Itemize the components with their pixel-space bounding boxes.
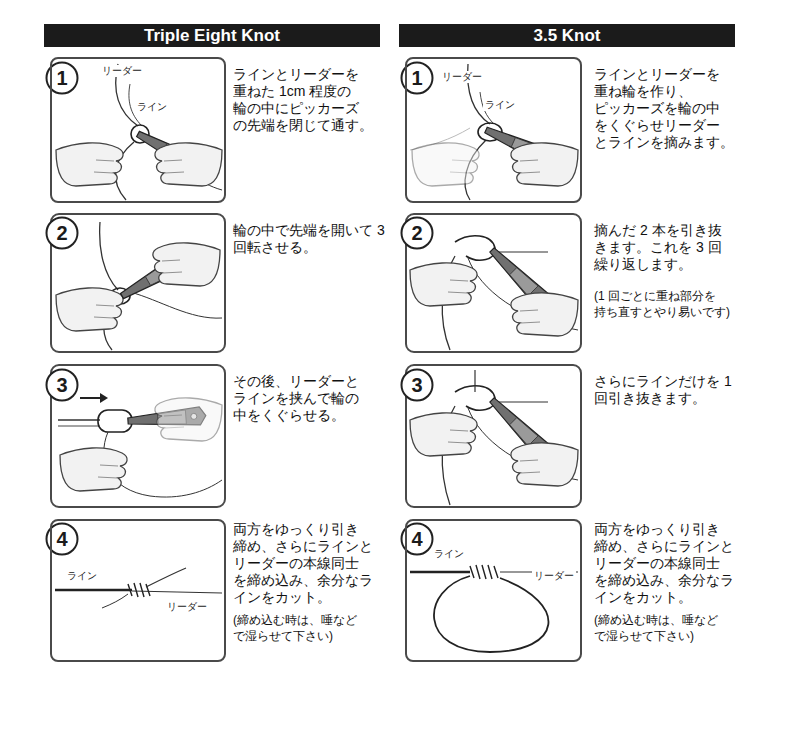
knot-illustration bbox=[146, 568, 186, 587]
knot-illustration bbox=[495, 251, 548, 252]
step-description: さらにラインだけを 1 回引き抜きます。 bbox=[594, 373, 756, 407]
knot-illustration bbox=[410, 236, 578, 350]
knot-illustration bbox=[102, 594, 128, 608]
illustration-panel: リーダーライン bbox=[50, 57, 226, 203]
knot-illustration bbox=[58, 393, 222, 497]
knot-illustration bbox=[132, 591, 222, 593]
panel-outline bbox=[51, 214, 581, 507]
knot-illustration bbox=[80, 397, 100, 399]
knot-illustration bbox=[511, 443, 578, 486]
step-description: 摘んだ 2 本を引き抜 きます。これを 3 回 繰り返します。 bbox=[594, 222, 756, 273]
knot-illustration bbox=[495, 401, 548, 402]
note-text: (1 回ごとに重ね部分を 持ち直すとやり易いです) bbox=[594, 288, 769, 320]
note-text: (締め込む時は、唾など で湿らせて下さい) bbox=[594, 612, 756, 644]
knot-illustration bbox=[455, 236, 495, 260]
step-number-text: 2 bbox=[400, 216, 434, 250]
step-number: 3 bbox=[400, 368, 434, 402]
knot-illustration bbox=[56, 64, 222, 200]
knot-illustration bbox=[100, 222, 118, 290]
knot-illustration bbox=[410, 565, 578, 652]
step-description: 両方をゆっくり引き 締め、さらにラインと リーダーの本線同士 を締め込み、余分な… bbox=[233, 521, 391, 606]
knot-illustration bbox=[412, 143, 479, 186]
step-number-text: 2 bbox=[45, 216, 79, 250]
knot-illustration bbox=[410, 413, 477, 456]
note-text: (締め込む時は、唾など で湿らせて下さい) bbox=[233, 612, 391, 644]
knot-illustration bbox=[56, 143, 123, 186]
knot-illustration bbox=[128, 583, 150, 597]
knot-illustration bbox=[153, 243, 220, 286]
knot-illustration bbox=[56, 288, 123, 331]
knot-illustration bbox=[58, 426, 100, 427]
knot-illustration bbox=[410, 370, 578, 505]
line-label: ライン bbox=[432, 548, 466, 560]
knot-illustration bbox=[410, 571, 470, 573]
knot-illustration bbox=[410, 263, 477, 306]
knot-illustration bbox=[511, 293, 578, 336]
line-label: ライン bbox=[65, 570, 99, 582]
knot-illustration bbox=[410, 64, 578, 200]
section-header: Triple Eight Knot bbox=[44, 24, 380, 47]
knot-illustration bbox=[100, 393, 108, 403]
line-label: リーダー bbox=[100, 65, 144, 77]
knot-illustration bbox=[511, 143, 578, 186]
knot-illustration bbox=[434, 576, 548, 652]
step-number-text: 3 bbox=[45, 368, 79, 402]
step-description: ラインとリーダーを 重ね輪を作り、 ピッカーズを輪の中 をくぐらせリーダー とラ… bbox=[594, 66, 756, 151]
knot-illustration bbox=[60, 448, 127, 491]
step-number: 2 bbox=[400, 216, 434, 250]
header-text: Triple Eight Knot bbox=[144, 26, 280, 46]
step-description: ラインとリーダーを 重ねた 1cm 程度の 輪の中にピッカーズ の先端を閉じて通… bbox=[233, 66, 391, 134]
knot-illustration bbox=[155, 398, 222, 441]
knot-illustration bbox=[55, 589, 132, 592]
step-number-text: 3 bbox=[400, 368, 434, 402]
section-header: 3.5 Knot bbox=[399, 24, 735, 47]
step-description: その後、リーダーと ラインを挟んで輪の 中をくぐらせる。 bbox=[233, 373, 391, 424]
knot-illustration bbox=[56, 222, 222, 350]
knot-illustration bbox=[58, 419, 100, 420]
knot-illustration bbox=[130, 292, 222, 318]
line-label: リーダー bbox=[532, 570, 576, 582]
step-description: 輪の中で先端を開いて 3 回転させる。 bbox=[233, 222, 391, 256]
line-label: リーダー bbox=[440, 71, 484, 83]
header-text: 3.5 Knot bbox=[533, 26, 600, 46]
knot-illustration bbox=[474, 370, 475, 392]
step-description: 両方をゆっくり引き 締め、さらにラインと リーダーの本線同士 を締め込み、余分な… bbox=[594, 521, 756, 606]
knot-illustration bbox=[470, 565, 498, 579]
line-label: リーダー bbox=[165, 601, 209, 613]
knot-illustration bbox=[98, 410, 132, 432]
illustration-panel: ラインリーダー bbox=[50, 519, 226, 662]
knot-illustration bbox=[155, 143, 222, 186]
line-label: ライン bbox=[483, 99, 517, 111]
knot-illustration bbox=[148, 142, 222, 190]
step-number: 3 bbox=[45, 368, 79, 402]
illustration-panel: リーダーライン bbox=[405, 57, 582, 203]
line-label: ライン bbox=[135, 101, 169, 113]
illustration-panel: ラインリーダー bbox=[405, 519, 582, 662]
step-number: 2 bbox=[45, 216, 79, 250]
